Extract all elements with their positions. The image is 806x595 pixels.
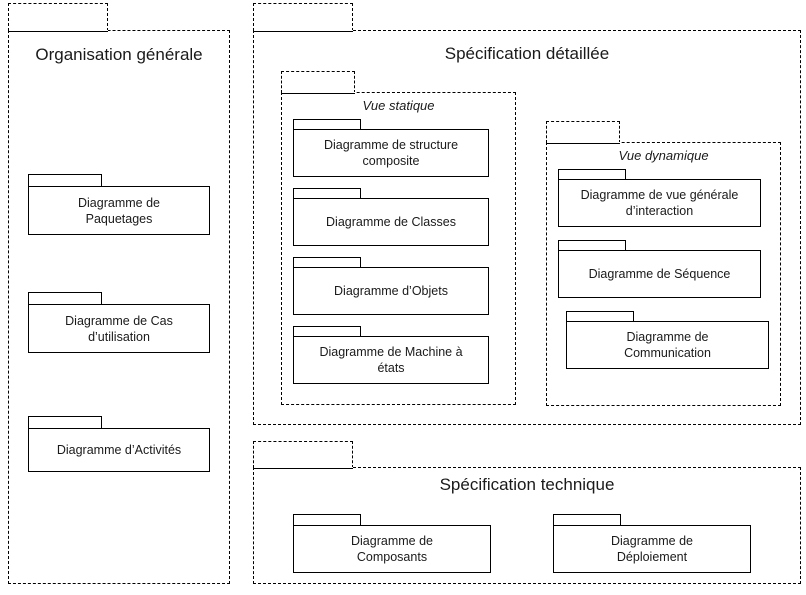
package-tab-diagramme-de-communication xyxy=(566,311,634,322)
package-label-diagramme-de-vue-generale-d-interaction: Diagramme de vue générale d’interaction xyxy=(580,188,739,218)
package-tab-diagramme-de-paquetages xyxy=(28,174,102,187)
package-label-diagramme-de-structure-composite: Diagramme de structure composite xyxy=(323,138,459,168)
package-vue-statique[interactable]: Vue statique Diagramme de structure comp… xyxy=(281,71,516,405)
package-label-diagramme-de-deploiement: Diagramme de Déploiement xyxy=(611,534,693,564)
package-tab-diagramme-de-vue-generale-d-interaction xyxy=(558,169,626,180)
package-body-diagramme-de-classes: Diagramme de Classes xyxy=(293,198,489,246)
package-tab-diagramme-de-deploiement xyxy=(553,514,621,526)
package-label-diagramme-de-composants: Diagramme de Composants xyxy=(351,534,433,564)
package-vue-dynamique[interactable]: Vue dynamique Diagramme de vue générale … xyxy=(546,121,781,406)
package-body-diagramme-de-sequence: Diagramme de Séquence xyxy=(558,250,761,298)
package-label-diagramme-de-classes: Diagramme de Classes xyxy=(326,215,456,229)
package-tab-diagramme-de-machine-a-etats xyxy=(293,326,361,337)
package-body-diagramme-de-machine-a-etats: Diagramme de Machine à états xyxy=(293,336,489,384)
package-title-vue-dynamique: Vue dynamique xyxy=(618,148,709,163)
package-tab-vue-statique xyxy=(281,71,355,94)
package-tab-organisation-generale xyxy=(8,3,108,32)
package-tab-diagramme-de-composants xyxy=(293,514,361,526)
package-body-diagramme-de-cas-d-utilisation: Diagramme de Cas d’utilisation xyxy=(28,304,210,353)
package-diagramme-de-vue-generale-d-interaction[interactable]: Diagramme de vue générale d’interaction xyxy=(558,169,761,227)
package-body-diagramme-de-paquetages: Diagramme de Paquetages xyxy=(28,186,210,235)
package-title-vue-statique: Vue statique xyxy=(362,98,435,113)
package-tab-diagramme-de-sequence xyxy=(558,240,626,251)
package-tab-diagramme-d-objets xyxy=(293,257,361,268)
package-tab-specification-technique xyxy=(253,441,353,469)
package-body-diagramme-de-communication: Diagramme de Communication xyxy=(566,321,769,369)
package-specification-detaillee[interactable]: Spécification détaillée Vue statique Dia… xyxy=(253,3,801,425)
package-title-specification-technique: Spécification technique xyxy=(439,475,615,494)
package-body-diagramme-d-activites: Diagramme d’Activités xyxy=(28,428,210,472)
package-label-diagramme-de-sequence: Diagramme de Séquence xyxy=(588,267,731,281)
package-tab-diagramme-d-activites xyxy=(28,416,102,429)
package-body-diagramme-de-vue-generale-d-interaction: Diagramme de vue générale d’interaction xyxy=(558,179,761,227)
package-body-diagramme-de-structure-composite: Diagramme de structure composite xyxy=(293,129,489,177)
package-specification-technique[interactable]: Spécification technique Diagramme de Com… xyxy=(253,441,801,584)
package-organisation-generale[interactable]: Organisation générale Diagramme de Paque… xyxy=(8,3,230,584)
package-body-diagramme-d-objets: Diagramme d’Objets xyxy=(293,267,489,315)
package-body-diagramme-de-deploiement: Diagramme de Déploiement xyxy=(553,525,751,573)
package-label-diagramme-de-machine-a-etats: Diagramme de Machine à états xyxy=(319,345,463,375)
package-body-diagramme-de-composants: Diagramme de Composants xyxy=(293,525,491,573)
package-tab-vue-dynamique xyxy=(546,121,620,144)
package-tab-diagramme-de-structure-composite xyxy=(293,119,361,130)
package-diagramme-d-objets[interactable]: Diagramme d’Objets xyxy=(293,257,489,315)
package-tab-diagramme-de-classes xyxy=(293,188,361,199)
package-label-diagramme-de-paquetages: Diagramme de Paquetages xyxy=(78,195,160,226)
package-title-organisation-generale: Organisation générale xyxy=(35,45,203,64)
package-label-diagramme-de-communication: Diagramme de Communication xyxy=(624,330,711,360)
package-label-diagramme-de-cas-d-utilisation: Diagramme de Cas d’utilisation xyxy=(65,313,173,344)
package-tab-diagramme-de-cas-d-utilisation xyxy=(28,292,102,305)
package-label-diagramme-d-activites: Diagramme d’Activités xyxy=(56,443,182,457)
package-tab-specification-detaillee xyxy=(253,3,353,32)
package-title-specification-detaillee: Spécification détaillée xyxy=(444,44,610,63)
package-label-diagramme-d-objets: Diagramme d’Objets xyxy=(334,284,448,298)
